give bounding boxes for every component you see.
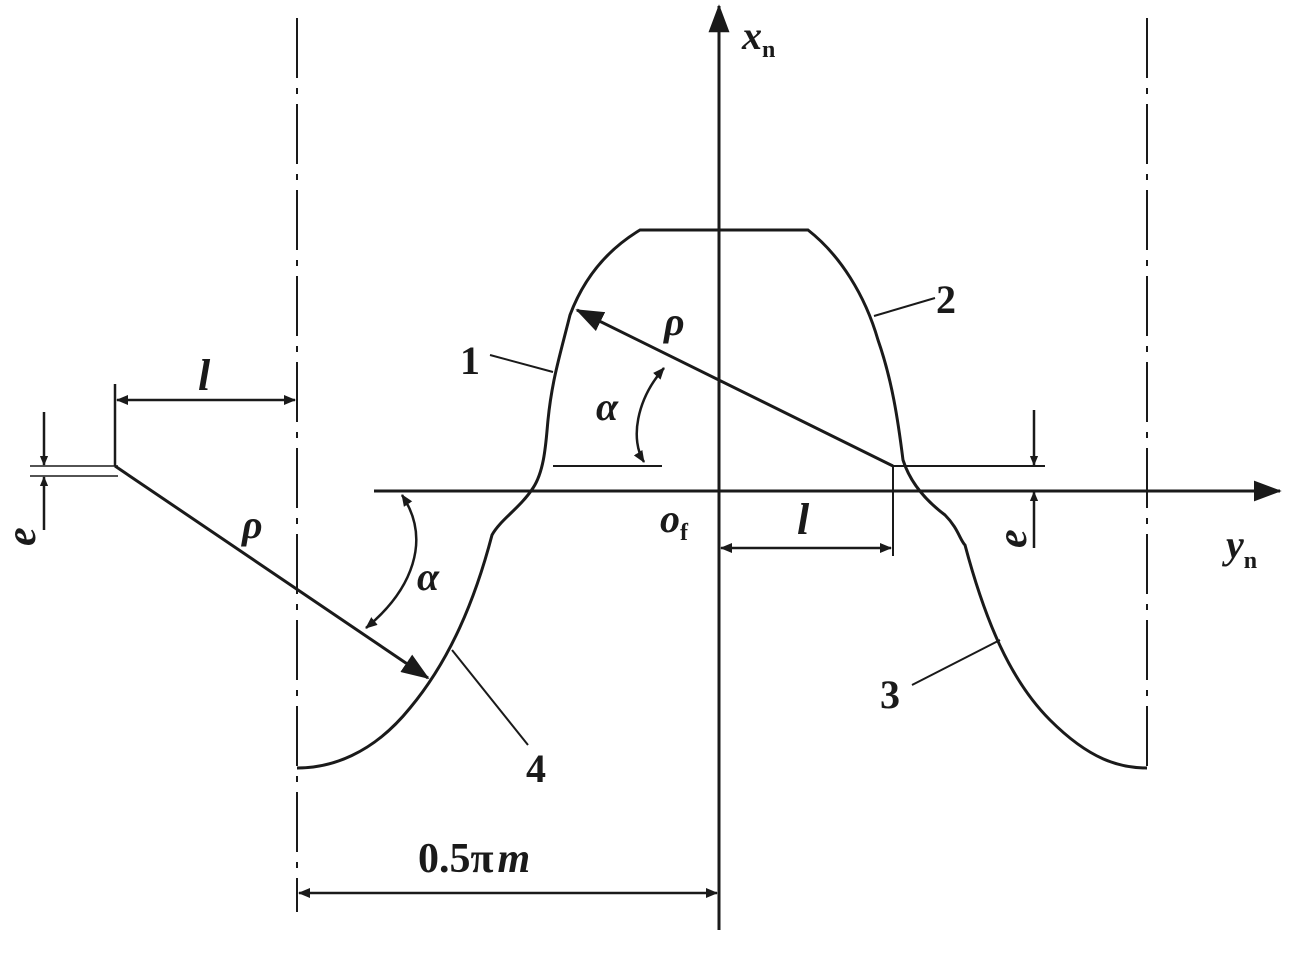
lower-rho-label: ρ: [241, 502, 263, 547]
label-4-leader: [451, 649, 529, 746]
curve-label-1: 1: [460, 338, 480, 383]
upper-radius-line: [575, 308, 894, 468]
y-axis-label: yn: [1222, 522, 1257, 574]
curve-label-3: 3: [880, 672, 900, 717]
curve-label-2: 2: [936, 277, 956, 322]
lower-radius-line: [114, 464, 430, 680]
right-l-label: l: [797, 495, 810, 544]
right-e-label: e: [990, 529, 1036, 548]
x-axis-label: xn: [741, 13, 775, 63]
upper-alpha-label: α: [596, 384, 619, 429]
label-1-leader: [489, 354, 554, 373]
half-pitch-label: 0.5πm: [418, 836, 530, 882]
label-2-leader: [873, 297, 936, 317]
left-e-label: e: [0, 527, 45, 546]
tooth-profile-curve: [296, 228, 1148, 770]
lower-alpha-label: α: [417, 554, 440, 599]
upper-angle-arc: [633, 367, 665, 463]
left-l-label: l: [198, 351, 211, 400]
lower-angle-arc: [365, 494, 418, 629]
curve-label-4: 4: [526, 746, 546, 791]
label-3-leader: [911, 639, 1001, 686]
origin-label: of: [660, 496, 689, 546]
upper-rho-label: ρ: [663, 299, 685, 344]
